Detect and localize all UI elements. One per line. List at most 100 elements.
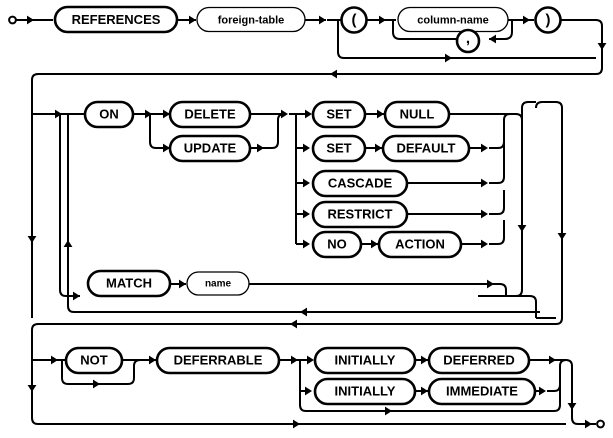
rail-rparen-out <box>560 19 603 68</box>
rail-row2-outer-right <box>535 101 563 318</box>
arrow-set2-in <box>303 143 310 153</box>
arrow-lparen-out <box>379 15 386 25</box>
rail-merge-default <box>489 113 511 149</box>
arrow-row3-skip-down <box>27 385 37 392</box>
arrow-not-bypass <box>93 379 100 389</box>
arrow-row2-loopback-left <box>300 307 307 317</box>
rail-row2-outer-right-join <box>521 101 536 120</box>
node-deferrable-label: DEFERRABLE <box>174 352 263 367</box>
arrow-match-branch <box>73 291 80 301</box>
arrow-cascade-out <box>481 178 488 188</box>
node-match-label: MATCH <box>106 275 152 290</box>
rail-row2-loopback-bottom <box>67 240 540 313</box>
node-set-null-set: SET <box>311 100 367 129</box>
arrow-initially2-immediate <box>421 386 428 396</box>
rail-colname-loop-left <box>392 20 470 40</box>
node-set2-label: SET <box>326 140 351 155</box>
rail-row3-skip <box>31 356 566 425</box>
node-foreign-table-label: foreign-table <box>218 14 285 26</box>
node-comma: , <box>455 28 481 54</box>
rail-name-out <box>249 283 507 296</box>
node-on: ON <box>83 100 135 129</box>
node-no: NO <box>311 230 363 259</box>
arrow-row3-collector-down <box>567 403 577 410</box>
arrow-immediate-out <box>539 386 546 396</box>
arrow-action-split <box>281 109 288 119</box>
node-cascade: CASCADE <box>311 169 409 198</box>
rail-action-collector <box>478 113 523 297</box>
arrow-set1-null <box>377 109 384 119</box>
node-action-label: ACTION <box>395 236 445 251</box>
node-column-name-label: column-name <box>417 14 489 26</box>
arrow-initially1-in <box>307 355 314 365</box>
arrow-comma-loop <box>489 34 496 44</box>
node-cascade-label: CASCADE <box>328 175 393 190</box>
node-not-label: NOT <box>80 352 108 367</box>
arrow-row1-down <box>597 43 607 50</box>
node-references-label: REFERENCES <box>72 12 161 27</box>
rail-row2-to-row3 <box>31 317 563 356</box>
node-deferred: DEFERRED <box>427 346 531 375</box>
node-comma-label: , <box>466 30 470 47</box>
rail-colname-loop-right <box>489 20 513 40</box>
rail-not-bypass <box>61 359 141 385</box>
arrow-initially-skip <box>385 406 392 416</box>
node-set1-label: SET <box>326 106 351 121</box>
node-action: ACTION <box>377 230 463 259</box>
node-name: name <box>186 271 250 296</box>
arrow-no-in <box>303 239 310 249</box>
arrow-action-out <box>481 239 488 249</box>
arrow-row2-outer-down <box>557 233 567 240</box>
arrow-name-out <box>487 279 494 289</box>
arrow-set2-default <box>375 143 382 153</box>
rail-paren-bypass <box>337 20 560 59</box>
arrow-row1-wrap <box>330 69 337 79</box>
rail-merge-cascade <box>489 120 505 184</box>
rail-merge-initially-skip <box>430 385 561 412</box>
node-column-name: column-name <box>397 6 509 33</box>
node-match: MATCH <box>86 269 172 298</box>
rail-row2-right-collector <box>478 295 537 318</box>
node-delete: DELETE <box>168 100 252 129</box>
arrow-ref-to-ftable <box>189 15 196 25</box>
node-update: UPDATE <box>168 134 252 163</box>
arrow-no-action <box>371 239 378 249</box>
node-on-label: ON <box>99 106 119 121</box>
arrow-match-name <box>179 279 186 289</box>
node-null: NULL <box>383 100 451 129</box>
node-no-label: NO <box>327 236 347 251</box>
rail-row1-to-row2 <box>31 67 603 106</box>
arrow-restrict-in <box>303 209 310 219</box>
node-foreign-table: foreign-table <box>196 6 306 33</box>
node-initially1-label: INITIALLY <box>335 352 396 367</box>
node-initially2-label: INITIALLY <box>335 383 396 398</box>
arrow-row3-skip-right <box>293 419 300 429</box>
rail-update-branch <box>149 114 170 149</box>
node-rparen-label: ) <box>546 11 551 28</box>
node-null-label: NULL <box>400 106 435 121</box>
node-name-label: name <box>205 279 232 290</box>
arrow-start <box>27 15 34 25</box>
start-marker <box>8 15 17 25</box>
rail-update-out <box>250 113 285 149</box>
arrow-default-out <box>481 143 488 153</box>
node-deferrable: DEFERRABLE <box>155 346 281 375</box>
node-not: NOT <box>64 346 124 375</box>
node-references: REFERENCES <box>53 5 179 34</box>
arrow-colname-out <box>523 15 530 25</box>
arrow-deferrable-out <box>291 355 298 365</box>
node-comma-shape <box>455 28 481 54</box>
arrow-row3-entry <box>51 355 58 365</box>
arrow-deferred-out <box>549 355 556 365</box>
rail-row3-collector <box>565 359 590 425</box>
rail-merge-restrict <box>489 190 505 215</box>
node-lparen-label: ( <box>352 11 357 28</box>
node-delete-label: DELETE <box>184 106 236 121</box>
rail-initially-skip <box>299 360 430 412</box>
arrow-paren-bypass <box>445 53 452 63</box>
node-immediate-label: IMMEDIATE <box>446 383 518 398</box>
rail-merge-action <box>489 220 505 245</box>
node-update-label: UPDATE <box>184 140 237 155</box>
